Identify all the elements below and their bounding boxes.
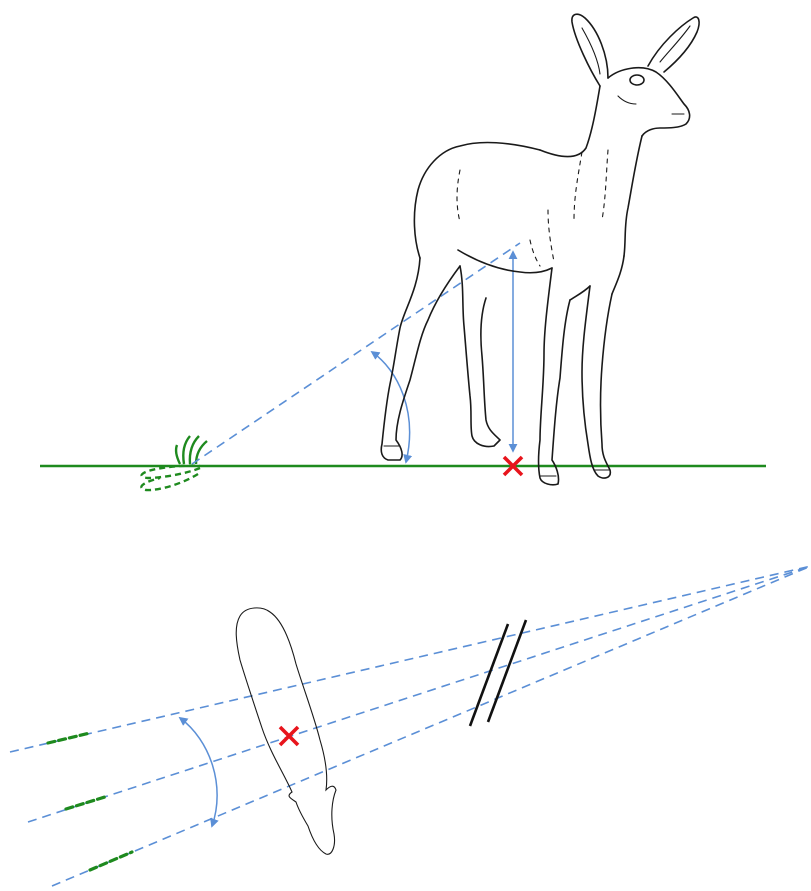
red-x-marker bbox=[280, 727, 298, 745]
green-segment-lower bbox=[90, 852, 132, 870]
sightline-lower bbox=[52, 566, 811, 886]
top-view-panel bbox=[10, 566, 811, 886]
break-mark-icon bbox=[470, 620, 526, 726]
deer-illustration bbox=[381, 14, 699, 485]
sightline-middle bbox=[28, 566, 811, 822]
side-view-panel bbox=[40, 14, 766, 490]
green-segment-upper bbox=[48, 733, 90, 743]
grass-tuft-icon bbox=[141, 436, 207, 490]
angle-arc-icon bbox=[180, 718, 217, 826]
sightline-upper bbox=[10, 566, 811, 752]
green-segment-middle bbox=[66, 796, 108, 809]
